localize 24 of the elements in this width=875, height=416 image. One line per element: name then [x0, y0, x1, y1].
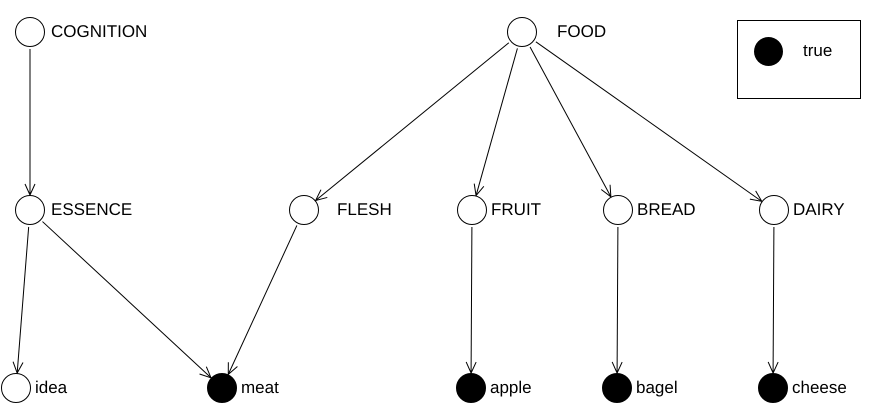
arrow: [315, 42, 510, 202]
node-label: cheese: [792, 378, 847, 398]
legend-label: true: [803, 41, 832, 61]
node-label: apple: [490, 378, 532, 398]
arrow: [612, 226, 623, 374]
node-label: COGNITION: [51, 22, 148, 42]
arrow: [535, 41, 762, 202]
node-label: FLESH: [337, 200, 392, 220]
arrow: [24, 48, 36, 196]
arrow: [474, 48, 518, 196]
arrow: [12, 226, 30, 374]
node-label: BREAD: [637, 200, 696, 220]
node-label: FRUIT: [491, 200, 542, 220]
arrow: [530, 46, 612, 198]
arrow: [42, 221, 212, 378]
node-label: DAIRY: [793, 200, 845, 220]
arrow: [768, 226, 779, 374]
arrow: [466, 226, 477, 374]
node-label: FOOD: [557, 22, 606, 42]
node-label: meat: [241, 378, 279, 398]
node-label: idea: [35, 378, 68, 398]
node-label: bagel: [636, 378, 678, 398]
arrow: [228, 224, 298, 375]
node-label: ESSENCE: [51, 200, 132, 220]
